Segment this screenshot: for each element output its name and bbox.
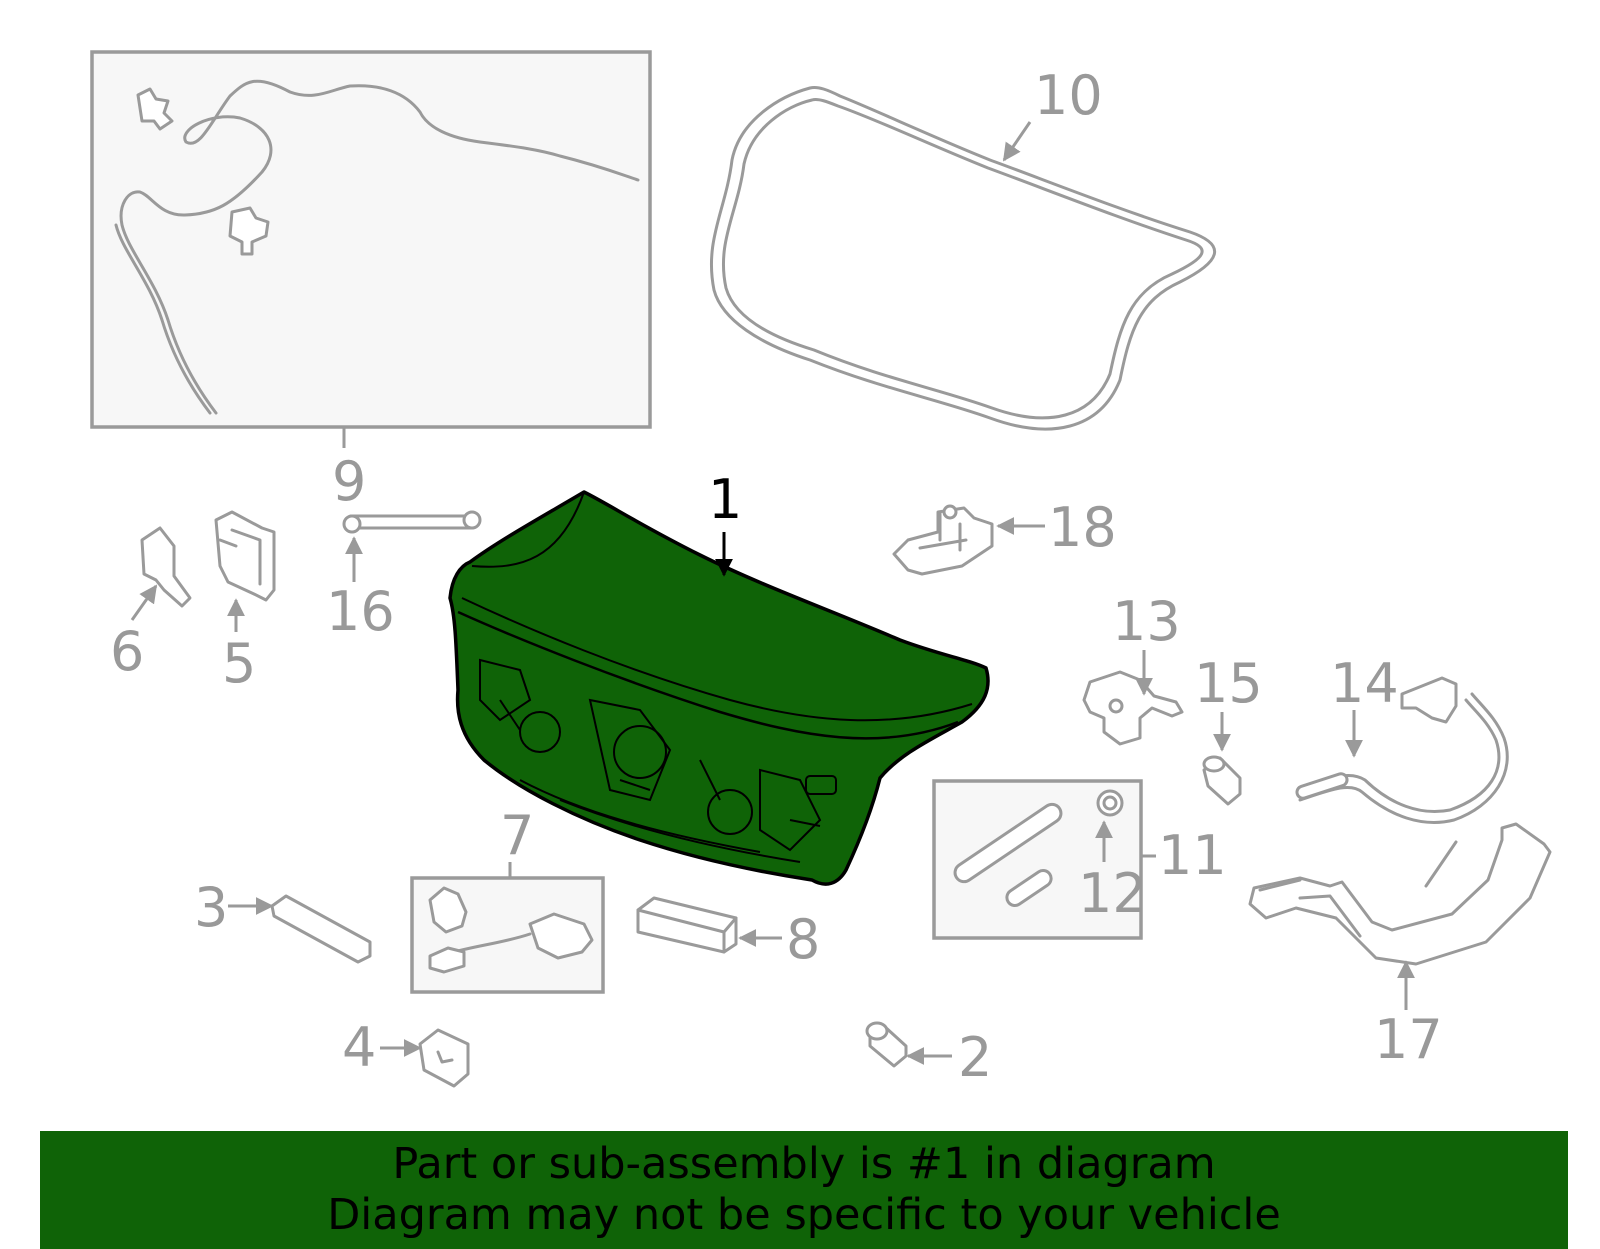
callout-18: 18 [1048,496,1117,559]
callout-1: 1 [708,468,742,531]
callout-13: 13 [1112,590,1181,653]
callout-7: 7 [500,804,534,867]
part-15-bumper [1202,755,1242,806]
callout-16: 16 [326,580,395,643]
part-10-weatherstrip [709,86,1217,431]
callout-8: 8 [786,908,820,971]
callout-6: 6 [110,620,144,683]
callout-2: 2 [958,1026,992,1089]
callout-11: 11 [1158,824,1227,887]
part-16-strut [342,510,482,534]
part-8-pad [636,896,738,954]
callout-5: 5 [222,632,256,695]
callout-12: 12 [1078,862,1147,925]
callout-3: 3 [194,876,228,939]
callout-9: 9 [332,450,366,513]
part-3-strip [270,894,372,964]
part-6-bracket [140,526,192,608]
callout-4: 4 [342,1016,376,1079]
part-4-clip [418,1028,470,1088]
part-5-cover [214,510,276,602]
part-9-cable-box [90,50,652,429]
callout-14: 14 [1330,652,1399,715]
part-1-trunk-lid [448,490,990,886]
part-17-trim [1248,822,1552,966]
banner-line-2: Diagram may not be specific to your vehi… [327,1190,1281,1240]
part-18-latch [892,504,994,576]
info-banner: Part or sub-assembly is #1 in diagram Di… [40,1131,1568,1249]
part-11-strut-box [932,779,1143,940]
part-7-switch-box [410,876,605,994]
callout-10: 10 [1034,64,1103,127]
part-2-grommet [865,1021,908,1068]
banner-line-1: Part or sub-assembly is #1 in diagram [392,1139,1216,1189]
part-13-bracket [1082,670,1184,746]
callout-15: 15 [1194,652,1263,715]
part-14-hinge [1295,676,1509,824]
callout-17: 17 [1374,1008,1443,1071]
trunk-lid-shape [448,490,990,886]
